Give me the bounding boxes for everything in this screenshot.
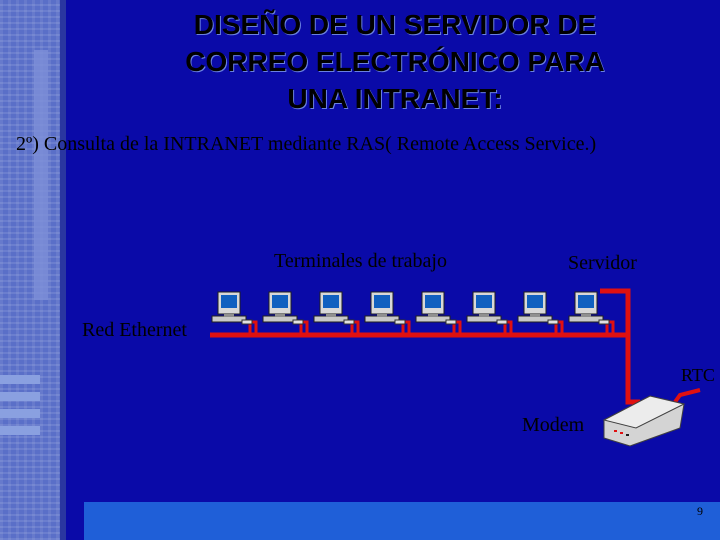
title-line: DISEÑO DE UN SERVIDOR DE: [193, 9, 597, 40]
computer-icon: [364, 291, 406, 325]
slide-subtitle: 2º) Consulta de la INTRANET mediante RAS…: [16, 133, 597, 155]
server-modem-line: [600, 288, 640, 405]
title-line: CORREO ELECTRÓNICO PARA: [185, 46, 605, 77]
computer-icon: [211, 291, 253, 325]
drop-line: [503, 320, 513, 335]
decorative-blocks: [0, 375, 40, 443]
page-number: 9: [697, 504, 703, 518]
terminals-label: Terminales de trabajo: [274, 250, 447, 272]
computer-icon: [517, 291, 559, 325]
drop-line: [452, 320, 462, 335]
computer-icon: [466, 291, 508, 325]
decorative-stripe: [34, 50, 48, 300]
rtc-line: [673, 388, 701, 404]
server-label: Servidor: [568, 252, 637, 274]
slide-title: DISEÑO DE UN SERVIDOR DE CORREO ELECTRÓN…: [100, 6, 690, 117]
drop-line: [248, 320, 258, 335]
rtc-label: RTC: [681, 365, 715, 385]
modem-icon: [602, 395, 686, 447]
computer-icon: [262, 291, 304, 325]
footer-bar: [84, 502, 720, 540]
drop-line: [401, 320, 411, 335]
network-devices: [211, 291, 686, 447]
drop-line: [605, 320, 615, 335]
decorative-left-band: [0, 0, 60, 540]
drop-line: [554, 320, 564, 335]
ethernet-label: Red Ethernet: [82, 319, 187, 341]
drop-line: [350, 320, 360, 335]
computer-icon: [313, 291, 355, 325]
network-lines: [210, 288, 701, 405]
computer-icon: [415, 291, 457, 325]
drop-line: [299, 320, 309, 335]
modem-label: Modem: [522, 414, 585, 436]
title-line: UNA INTRANET:: [287, 83, 503, 114]
decorative-edge: [60, 0, 66, 540]
server-icon: [568, 291, 610, 325]
